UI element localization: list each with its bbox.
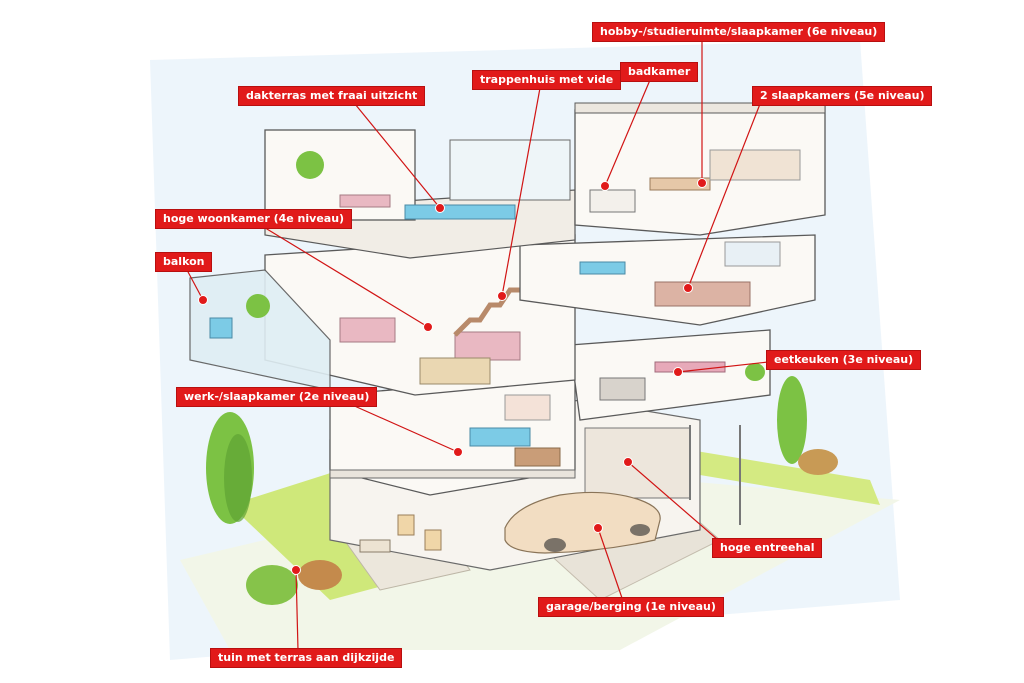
balcony-chair <box>209 317 233 339</box>
label-eetkeuken: eetkeuken (3e niveau) <box>766 350 922 370</box>
level-2-sofa <box>469 427 531 447</box>
stairwell-glass <box>449 139 571 201</box>
living-room-sofa <box>454 331 521 361</box>
level-2-floor-slab <box>329 469 576 479</box>
bedroom-window <box>724 241 781 267</box>
dot-trappenhuis <box>497 291 507 301</box>
entrance-hall-opening <box>584 427 691 499</box>
leader-lines <box>186 40 769 651</box>
leader-werk <box>349 403 459 453</box>
hobby-desk <box>649 177 711 191</box>
level-2-bed <box>514 447 561 467</box>
label-hobby: hobby-/studieruimte/slaapkamer (6e nivea… <box>592 22 886 42</box>
label-tuin: tuin met terras aan dijkzijde <box>210 648 403 668</box>
living-room-sofa-2 <box>339 317 396 343</box>
leader-tuin <box>295 569 299 651</box>
roof-terrace-bench <box>404 204 516 220</box>
dot-werk <box>453 447 463 457</box>
hobby-shelf <box>709 149 801 181</box>
leader-dots <box>198 178 707 575</box>
living-room-side-unit <box>419 357 491 385</box>
balcony-railing <box>189 269 331 391</box>
dot-entreehal <box>623 457 633 467</box>
car <box>504 491 661 554</box>
leader-trappenhuis <box>501 87 541 297</box>
dot-hobby <box>697 178 707 188</box>
label-garage: garage/berging (1e niveau) <box>538 597 724 617</box>
dot-balkon <box>198 295 208 305</box>
dot-dakterras <box>435 203 445 213</box>
label-woonkamer: hoge woonkamer (4e niveau) <box>155 209 353 229</box>
tree-right <box>777 376 807 464</box>
leader-dakterras <box>354 103 441 209</box>
leader-badkamer <box>604 79 651 187</box>
shrub-garden-green <box>246 565 298 605</box>
label-werk: werk-/slaapkamer (2e niveau) <box>176 387 378 407</box>
dot-woonkamer <box>423 322 433 332</box>
label-badkamer: badkamer <box>620 62 699 82</box>
dot-badkamer <box>600 181 610 191</box>
leader-balkon <box>186 269 204 301</box>
right-lawn <box>690 450 880 505</box>
bedroom-desk <box>579 261 626 275</box>
label-dakterras: dakterras met fraai uitzicht <box>238 86 426 106</box>
kitchen-plant <box>745 363 765 381</box>
kitchen-unit <box>599 377 646 401</box>
garden-chair <box>397 514 415 536</box>
dot-garage <box>593 523 603 533</box>
dot-tuin <box>291 565 301 575</box>
balcony-plant <box>246 294 270 318</box>
roof-terrace-plant <box>296 151 324 179</box>
shrub-garden-brown <box>298 560 342 590</box>
bedroom-bed <box>654 281 751 307</box>
leader-slaapkamers <box>687 103 761 289</box>
bathroom-tub <box>589 189 636 213</box>
leader-woonkamer <box>261 225 429 328</box>
shrub-right <box>798 449 838 475</box>
garden-table <box>359 539 391 553</box>
staircase <box>453 287 520 337</box>
label-balkon: balkon <box>155 252 213 272</box>
label-slaapkamers: 2 slaapkamers (5e niveau) <box>752 86 933 106</box>
label-trappenhuis: trappenhuis met vide <box>472 70 622 90</box>
tree-left-shade <box>224 434 252 522</box>
garden-chair <box>424 529 442 551</box>
car-wheel <box>544 538 566 552</box>
level-2-window <box>504 394 551 421</box>
dot-eetkeuken <box>673 367 683 377</box>
dot-slaapkamers <box>683 283 693 293</box>
roof-terrace-chairs <box>339 194 391 208</box>
leader-garage <box>597 527 623 599</box>
top-roof-slab <box>574 102 826 114</box>
leader-entreehal <box>627 461 719 541</box>
car-wheel <box>630 524 650 536</box>
leader-eetkeuken <box>677 361 769 373</box>
label-entreehal: hoge entreehal <box>712 538 823 558</box>
